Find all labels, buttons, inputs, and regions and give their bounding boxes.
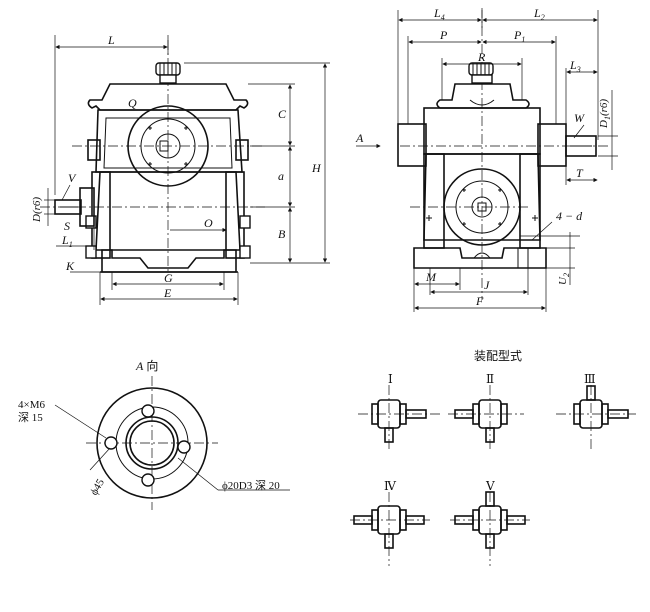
dim-Q: Q [128,96,137,110]
dim-L4: L4 [433,6,445,22]
dim-a: a [278,169,284,183]
assembly-type-4: Ⅳ [350,479,430,566]
svg-text:Ⅲ: Ⅲ [584,372,596,386]
dim-V: V [68,171,77,185]
assembly-type-2: Ⅱ [448,372,524,452]
assembly-type-5: Ⅴ [450,479,530,566]
dim-M: M [425,270,437,284]
dim-L2: L2 [533,6,545,22]
dim-S: S [64,219,70,233]
dim-T: T [576,166,584,180]
dim-D1-r6: D1(r6) [598,99,612,129]
dim-P1: P1 [513,28,525,44]
dim-H: H [311,161,322,175]
dim-L: L [107,33,115,47]
dim-U2: U2 [557,273,571,285]
dim-K: K [65,259,75,273]
dim-hole-spec: 4 − d [556,209,583,223]
assembly-type-3: Ⅲ [556,372,636,452]
dim-J: J [484,278,490,292]
dim-L1: L1 [61,233,73,249]
dim-C: C [278,107,287,121]
view-arrow-A: A [355,131,364,145]
assembly-types: 装配型式 Ⅰ Ⅱ Ⅲ [350,349,636,566]
dim-F: F [475,294,484,308]
dim-P: P [439,28,448,42]
assembly-type-1: Ⅰ [358,372,440,452]
a-view-pcd: ϕ45 [88,477,107,498]
dim-D-r6: D(r6) [31,197,43,223]
dim-L3: L3 [569,58,581,74]
assembly-title: 装配型式 [474,349,522,363]
dim-B: B [278,227,286,241]
svg-text:Ⅴ: Ⅴ [485,479,495,493]
svg-text:Ⅳ: Ⅳ [384,479,397,493]
dim-O: O [204,216,213,230]
front-view: L Q C H a O B G E K L1 V S D(r6) [31,33,330,305]
a-view-bolt-depth: 深 15 [18,411,43,424]
side-view: L4 L2 P P1 R L3 W D1(r6) T A 4 − d U2 M … [355,6,618,312]
dim-W: W [574,111,585,125]
svg-text:Ⅱ: Ⅱ [486,372,494,386]
svg-text:Ⅰ: Ⅰ [388,372,393,386]
dim-E: E [163,286,172,300]
dim-R: R [477,50,486,64]
a-view-bore: ϕ20D3 深 20 [222,479,280,492]
dim-G: G [164,271,173,285]
a-view-bolt-spec: 4×M6 [18,399,45,411]
